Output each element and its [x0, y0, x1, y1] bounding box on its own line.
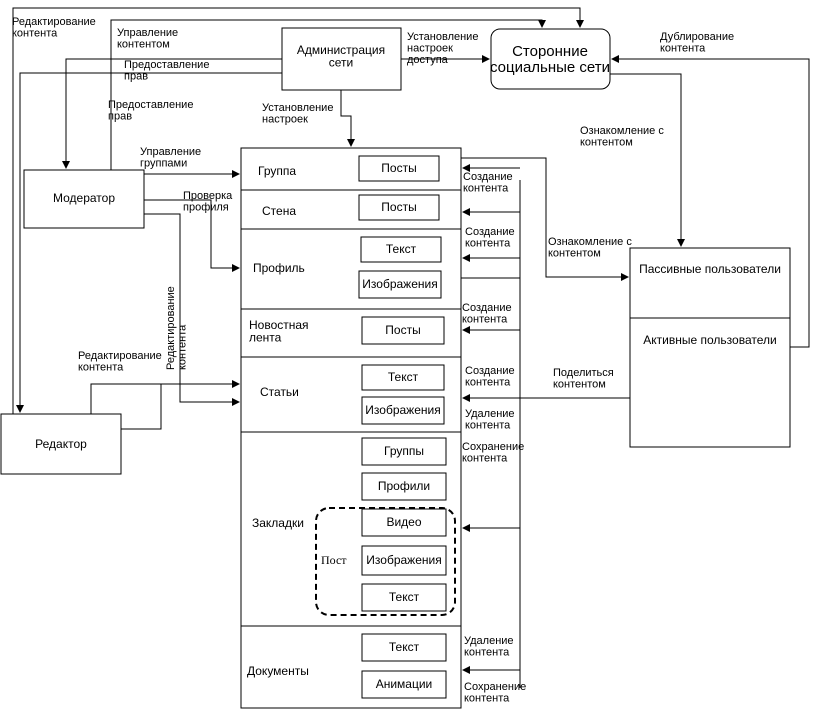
item-docs-animations: Анимации [361, 670, 447, 699]
section-documents-label: Документы [247, 664, 309, 678]
section-profile-label: Профиль [253, 261, 305, 275]
item-bm-text: Текст [361, 583, 447, 612]
section-articles-label: Статьи [260, 385, 299, 399]
item-articles-text: Текст [361, 364, 445, 391]
label-edit-content-vertical: Редактированиеконтента [165, 286, 189, 370]
section-group-label: Группа [258, 164, 296, 178]
svg-text:Группы: Группы [384, 444, 424, 458]
post-group-outline [315, 507, 456, 616]
moderator-node: Модератор [23, 169, 145, 229]
connectors [12, 7, 810, 688]
svg-text:Текст: Текст [389, 640, 420, 654]
section-wall-label: Стена [262, 204, 296, 218]
passive-users-label: Пассивные пользователи [639, 262, 781, 276]
svg-text:Анимации: Анимации [376, 677, 433, 691]
svg-text:Посты: Посты [381, 161, 416, 175]
svg-text:Изображения: Изображения [366, 553, 441, 567]
item-bm-profiles: Профили [361, 472, 447, 501]
item-bm-images: Изображения [361, 545, 447, 576]
svg-text:Текст: Текст [386, 242, 417, 256]
active-users-label: Активные пользователи [643, 333, 776, 347]
item-wall-posts: Посты [358, 194, 440, 221]
item-docs-text: Текст [361, 633, 447, 662]
svg-text:Профили: Профили [378, 479, 430, 493]
item-articles-images: Изображения [361, 396, 445, 425]
post-group-label: Пост [321, 553, 347, 567]
users-node: Пассивные пользователи Активные пользова… [629, 247, 791, 448]
item-profile-text: Текст [360, 236, 442, 263]
svg-text:Посты: Посты [381, 200, 416, 214]
svg-text:Изображения: Изображения [362, 277, 437, 291]
svg-text:Посты: Посты [385, 323, 420, 337]
svg-text:Текст: Текст [388, 370, 419, 384]
item-bm-groups: Группы [361, 437, 447, 466]
svg-text:Изображения: Изображения [365, 403, 440, 417]
item-news-posts: Посты [361, 316, 445, 345]
moderator-label: Модератор [53, 191, 115, 205]
editor-node: Редактор [0, 413, 122, 475]
item-bm-video: Видео [361, 508, 447, 537]
item-profile-images: Изображения [358, 270, 442, 299]
svg-text:Текст: Текст [389, 590, 420, 604]
svg-text:Видео: Видео [386, 515, 421, 529]
item-group-posts: Посты [358, 155, 440, 182]
editor-label: Редактор [35, 437, 87, 451]
section-bookmarks-label: Закладки [252, 516, 304, 530]
